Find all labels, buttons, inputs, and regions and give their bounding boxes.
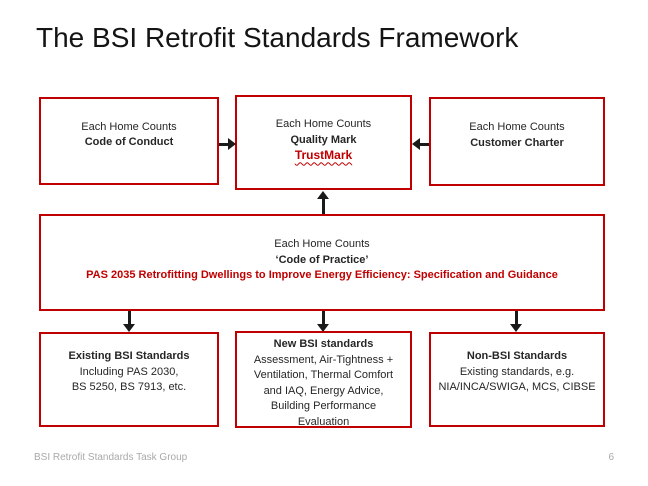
box-customer-charter: Each Home Counts Customer Charter bbox=[429, 97, 605, 186]
box-title: Customer Charter bbox=[470, 136, 564, 149]
box-code-of-practice: Each Home Counts ‘Code of Practice’ PAS … bbox=[39, 214, 605, 311]
page-number: 6 bbox=[608, 452, 614, 463]
box-line: Each Home Counts bbox=[469, 121, 565, 133]
arrow-right-icon bbox=[219, 138, 236, 150]
box-line: and IAQ, Energy Advice, bbox=[263, 384, 384, 397]
box-title: Existing BSI Standards bbox=[68, 350, 190, 362]
box-line: NIA/INCA/SWIGA, MCS, CIBSE bbox=[438, 381, 596, 393]
box-quality-mark: Each Home Counts Quality Mark TrustMark bbox=[235, 95, 412, 190]
box-line: BS 5250, BS 7913, etc. bbox=[71, 381, 187, 393]
arrow-down-icon bbox=[317, 311, 329, 332]
arrow-up-icon bbox=[317, 191, 329, 214]
box-line: Assessment, Air-Tightness + bbox=[253, 353, 394, 366]
box-title: New BSI standards bbox=[273, 338, 374, 350]
footer-text: BSI Retrofit Standards Task Group bbox=[34, 452, 188, 463]
box-new-bsi-standards: New BSI standards Assessment, Air-Tightn… bbox=[235, 331, 412, 428]
pas-2035-label: PAS 2035 Retrofitting Dwellings to Impro… bbox=[86, 269, 558, 281]
box-line: Ventilation, Thermal Comfort bbox=[253, 369, 394, 381]
slide-title: The BSI Retrofit Standards Framework bbox=[36, 22, 519, 53]
box-title: ‘Code of Practice’ bbox=[275, 253, 369, 266]
box-existing-bsi-standards: Existing BSI Standards Including PAS 203… bbox=[39, 332, 219, 427]
box-code-of-conduct: Each Home Counts Code of Conduct bbox=[39, 97, 219, 185]
box-line: Evaluation bbox=[297, 415, 350, 428]
box-title: Quality Mark bbox=[290, 133, 357, 146]
arrow-left-icon bbox=[412, 138, 429, 150]
box-non-bsi-standards: Non-BSI Standards Existing standards, e.… bbox=[429, 332, 605, 427]
box-title: Non-BSI Standards bbox=[466, 350, 568, 362]
arrow-down-icon bbox=[123, 311, 135, 332]
box-line: Each Home Counts bbox=[275, 118, 372, 131]
box-line: Existing standards, e.g. bbox=[459, 365, 575, 378]
box-line: Including PAS 2030, bbox=[79, 365, 179, 378]
arrow-down-icon bbox=[510, 311, 522, 332]
box-line: Building Performance bbox=[270, 400, 377, 412]
box-line: Each Home Counts bbox=[81, 120, 177, 133]
box-line: Each Home Counts bbox=[274, 238, 370, 250]
box-title: Code of Conduct bbox=[84, 136, 174, 148]
trustmark-label: TrustMark bbox=[294, 148, 353, 163]
